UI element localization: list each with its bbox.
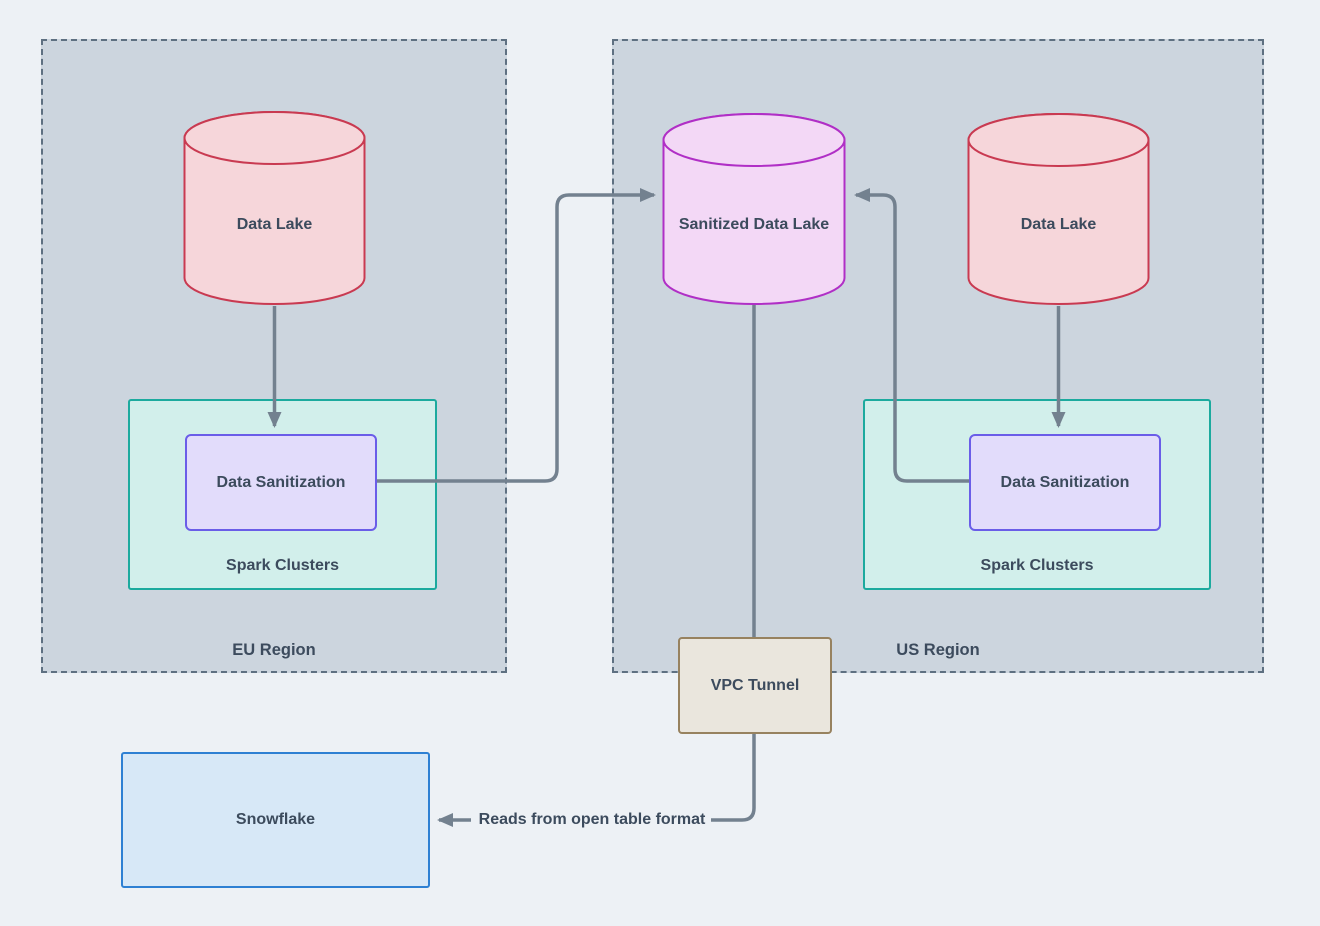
edge-us-sanitization-to-sanitized-lake — [854, 188, 969, 483]
us-data-sanitization-node: Data Sanitization — [969, 434, 1161, 531]
vpc-tunnel-label: VPC Tunnel — [710, 676, 800, 694]
vpc-tunnel-node: VPC Tunnel — [678, 637, 832, 734]
sanitized-data-lake-label: Sanitized Data Lake — [678, 216, 830, 233]
sanitized-data-lake-cylinder — [662, 113, 846, 305]
us-data-lake-label: Data Lake — [1020, 216, 1097, 233]
snowflake-node: Snowflake — [121, 752, 430, 888]
us-spark-clusters-label: Spark Clusters — [980, 557, 1094, 574]
us-data-lake-cylinder — [967, 113, 1150, 305]
edge-eu-sanitization-to-sanitized-lake — [377, 188, 656, 483]
edge-reads-from-open-table-format-label: Reads from open table format — [478, 811, 706, 828]
eu-data-lake-label: Data Lake — [236, 216, 313, 233]
eu-data-sanitization-label: Data Sanitization — [216, 473, 346, 491]
eu-data-sanitization-node: Data Sanitization — [185, 434, 377, 531]
us-region-label: US Region — [896, 641, 980, 659]
edge-vpc-tunnel-to-label — [711, 734, 756, 822]
eu-data-lake-cylinder — [183, 111, 366, 305]
eu-spark-clusters-label: Spark Clusters — [226, 557, 339, 574]
eu-region-label: EU Region — [232, 641, 316, 659]
us-data-sanitization-label: Data Sanitization — [1000, 473, 1130, 491]
snowflake-label: Snowflake — [235, 811, 316, 828]
